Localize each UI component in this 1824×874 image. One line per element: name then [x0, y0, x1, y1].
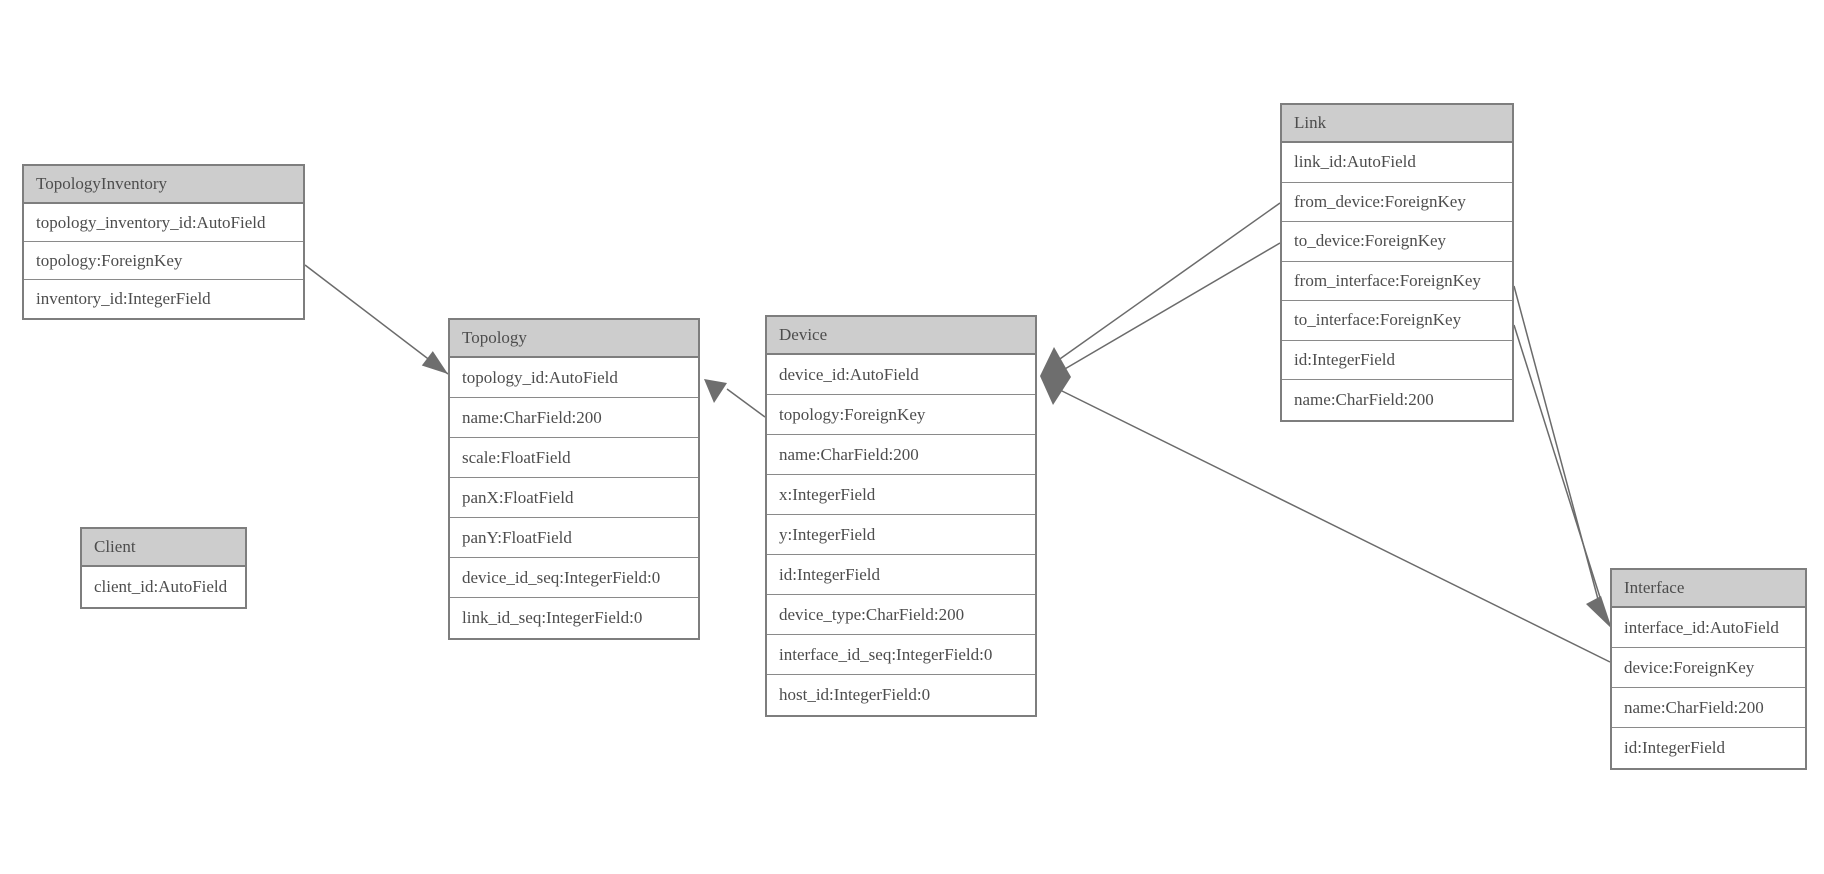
edge-device-topology [726, 388, 766, 418]
table-row: from_interface:ForeignKey [1282, 262, 1512, 301]
table-topologyinventory: TopologyInventory topology_inventory_id:… [22, 164, 305, 320]
edge-topologyinventory-topology [304, 264, 449, 375]
table-row: inventory_id:IntegerField [36, 289, 211, 308]
table-row: name:CharField:200 [767, 435, 1035, 475]
table-row: from_device:ForeignKey [1282, 183, 1512, 222]
table-row: to_interface:ForeignKey [1282, 301, 1512, 341]
table-rows-client: client_id:AutoField [82, 567, 245, 607]
table-row: id:IntegerField [1624, 738, 1726, 757]
edge-link-to-interface [1513, 324, 1605, 611]
table-row: device:ForeignKey [1612, 648, 1805, 688]
table-row: id:IntegerField [1282, 341, 1512, 380]
table-row: to_device:ForeignKey [1282, 222, 1512, 262]
table-row: topology:ForeignKey [24, 242, 303, 280]
table-row: panY:FloatField [450, 518, 698, 558]
table-row: link_id_seq:IntegerField:0 [462, 608, 643, 627]
table-row: x:IntegerField [767, 475, 1035, 515]
table-row: topology_id:AutoField [450, 358, 698, 398]
table-row: device_type:CharField:200 [767, 595, 1035, 635]
table-row: interface_id:AutoField [1612, 608, 1805, 648]
table-header-topologyinventory: TopologyInventory [24, 166, 303, 204]
arrowhead-cluster-device [1040, 347, 1071, 405]
table-row: panX:FloatField [450, 478, 698, 518]
arrowhead-device-topology [704, 379, 727, 403]
table-header-link: Link [1282, 105, 1512, 143]
table-row: name:CharField:200 [450, 398, 698, 438]
table-row: device_id:AutoField [767, 355, 1035, 395]
edge-link-from-device [1056, 202, 1281, 362]
table-row: y:IntegerField [767, 515, 1035, 555]
table-row: host_id:IntegerField:0 [779, 685, 931, 704]
table-row: link_id:AutoField [1282, 143, 1512, 183]
edge-interface-device [1059, 389, 1611, 663]
table-row: topology_inventory_id:AutoField [24, 204, 303, 242]
table-row: scale:FloatField [450, 438, 698, 478]
arrowhead-link-interface [1586, 596, 1612, 629]
table-header-device: Device [767, 317, 1035, 355]
table-header-interface: Interface [1612, 570, 1805, 608]
table-row: topology:ForeignKey [767, 395, 1035, 435]
edge-link-to-device [1057, 242, 1281, 374]
arrowhead-topologyinventory-topology [421, 351, 448, 374]
table-header-client: Client [82, 529, 245, 567]
table-client: Client client_id:AutoField [80, 527, 247, 609]
table-row: client_id:AutoField [94, 577, 228, 596]
table-header-topology: Topology [450, 320, 698, 358]
table-row: interface_id_seq:IntegerField:0 [767, 635, 1035, 675]
table-row: id:IntegerField [767, 555, 1035, 595]
table-row: name:CharField:200 [1612, 688, 1805, 728]
table-row: device_id_seq:IntegerField:0 [450, 558, 698, 598]
table-row: name:CharField:200 [1294, 389, 1434, 409]
